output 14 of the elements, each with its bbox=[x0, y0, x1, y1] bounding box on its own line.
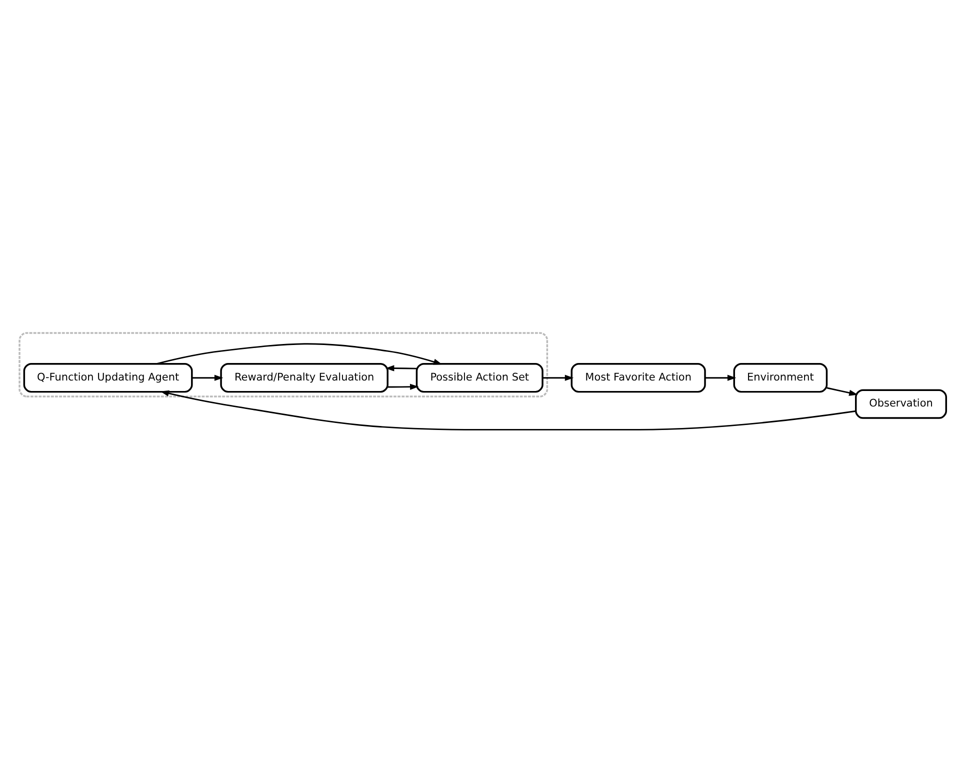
arrow bbox=[384, 364, 416, 371]
arrow bbox=[387, 383, 418, 390]
arrow bbox=[156, 342, 442, 364]
arrow bbox=[704, 374, 736, 380]
node-box: Most Favorite Action bbox=[570, 362, 706, 392]
node-box: Q-Function Updating Agent bbox=[22, 362, 192, 392]
arrow bbox=[160, 390, 856, 430]
node-box: Environment bbox=[732, 362, 828, 392]
arrow bbox=[826, 386, 858, 396]
arrow bbox=[191, 374, 223, 380]
arrow bbox=[542, 374, 574, 380]
node-box: Possible Action Set bbox=[415, 362, 543, 392]
node-box: Reward/Penalty Evaluation bbox=[220, 362, 388, 392]
node-box: Observation bbox=[854, 388, 947, 418]
